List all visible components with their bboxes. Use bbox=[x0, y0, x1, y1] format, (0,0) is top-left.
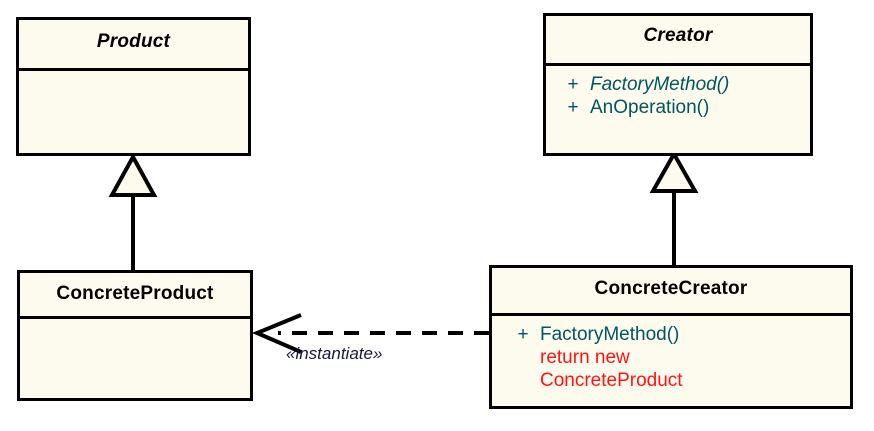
class-member-note-row: return new bbox=[506, 346, 850, 369]
class-compartment-divider-concretecreator bbox=[492, 313, 850, 316]
class-box-creator[interactable]: Creator + FactoryMethod() + AnOperation(… bbox=[543, 13, 813, 156]
class-compartment-divider-product bbox=[19, 68, 248, 71]
class-members-concretecreator: + FactoryMethod() return new ConcretePro… bbox=[492, 323, 850, 392]
open-arrowhead-instantiate bbox=[251, 313, 302, 354]
member-name: FactoryMethod() bbox=[590, 74, 730, 95]
member-note-line: return new bbox=[540, 347, 630, 368]
member-visibility-icon: + bbox=[567, 74, 579, 95]
member-name: FactoryMethod() bbox=[540, 324, 680, 345]
generalization-concretecreator-to-creator bbox=[649, 149, 699, 265]
member-visibility-icon: + bbox=[567, 97, 579, 118]
class-title-concreteproduct: ConcreteProduct bbox=[56, 283, 214, 304]
generalization-concreteproduct-to-product bbox=[108, 152, 158, 270]
hollow-triangle-arrowhead-product bbox=[108, 152, 158, 197]
member-visibility-icon: + bbox=[517, 324, 529, 345]
class-title-creator: Creator bbox=[643, 25, 713, 46]
member-name: AnOperation() bbox=[590, 97, 710, 118]
class-members-creator: + FactoryMethod() + AnOperation() bbox=[546, 73, 810, 119]
class-box-product[interactable]: Product bbox=[16, 17, 251, 156]
instantiate-stereotype-label: «instantiate» bbox=[286, 344, 383, 363]
class-box-concretecreator[interactable]: ConcreteCreator + FactoryMethod() return… bbox=[489, 265, 853, 409]
class-box-concreteproduct[interactable]: ConcreteProduct bbox=[17, 270, 253, 401]
class-title-concretecreator: ConcreteCreator bbox=[594, 278, 748, 299]
member-note-line: ConcreteProduct bbox=[540, 370, 683, 391]
hollow-triangle-arrowhead-creator bbox=[649, 149, 699, 193]
class-member-row: + AnOperation() bbox=[556, 96, 810, 119]
class-member-row: + FactoryMethod() bbox=[506, 323, 850, 346]
class-compartment-divider-creator bbox=[546, 63, 810, 66]
dependency-instantiate bbox=[251, 313, 489, 354]
class-member-row: + FactoryMethod() bbox=[556, 73, 810, 96]
class-compartment-divider-concreteproduct bbox=[20, 316, 250, 319]
class-member-note-row: ConcreteProduct bbox=[506, 369, 850, 392]
class-title-product: Product bbox=[96, 31, 171, 52]
